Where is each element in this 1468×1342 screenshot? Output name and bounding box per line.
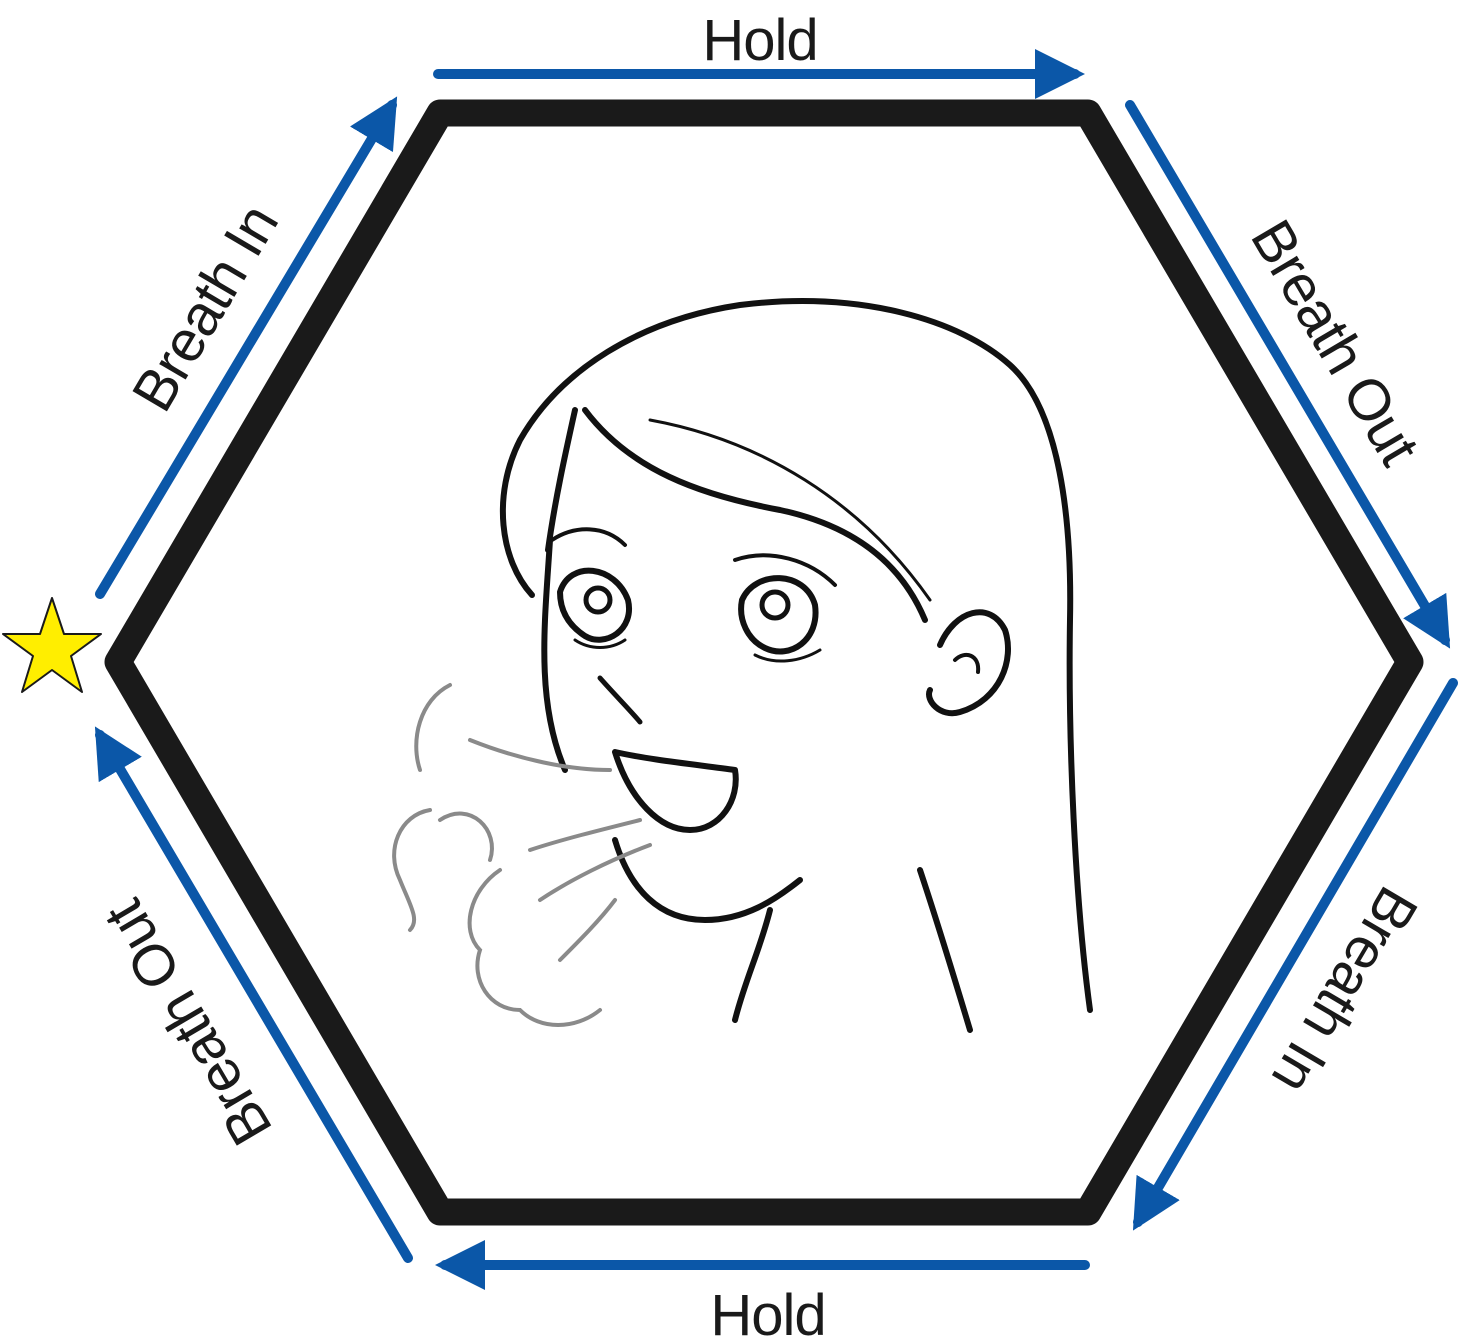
arrow-upper-right-breath-out [1130, 105, 1445, 640]
label-lower-left-breath-out: Breath Out [91, 889, 285, 1156]
label-top-hold: Hold [702, 8, 817, 73]
label-lower-right-breath-in: Breath In [1259, 876, 1430, 1104]
breath-cloud [394, 685, 650, 1025]
woman-exhaling-face-icon [503, 301, 1090, 1030]
star-icon [3, 598, 101, 692]
hexagon-outline [118, 113, 1410, 1212]
label-bottom-hold: Hold [710, 1283, 825, 1342]
arrow-lower-right-breath-in [1138, 683, 1453, 1222]
